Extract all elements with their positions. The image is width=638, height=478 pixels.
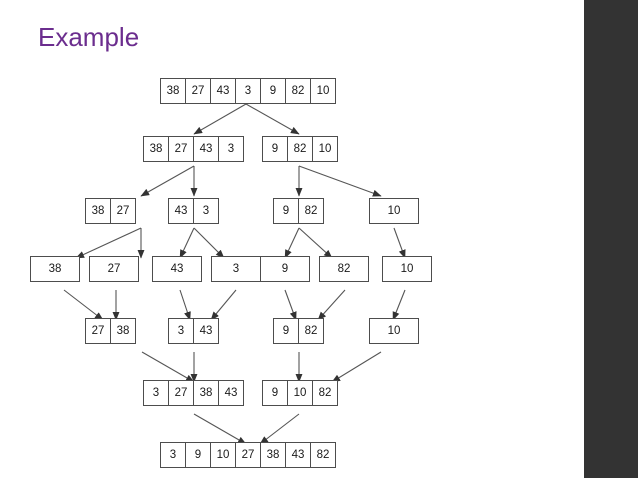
array-row-split-3-b: 27 bbox=[89, 256, 139, 282]
array-row-split-3-d: 3 bbox=[211, 256, 261, 282]
array-cell: 27 bbox=[85, 318, 111, 344]
array-cell: 10 bbox=[310, 78, 336, 104]
array-cell: 82 bbox=[310, 442, 336, 468]
array-cell: 38 bbox=[143, 136, 169, 162]
array-row-split-3-g: 10 bbox=[382, 256, 432, 282]
array-cell: 9 bbox=[273, 198, 299, 224]
array-cell: 82 bbox=[287, 136, 313, 162]
array-cell: 38 bbox=[193, 380, 219, 406]
array-cell: 43 bbox=[193, 318, 219, 344]
array-row-split-3-e: 9 bbox=[260, 256, 310, 282]
array-cell: 82 bbox=[285, 78, 311, 104]
array-row-split-3-f: 82 bbox=[319, 256, 369, 282]
array-cell: 43 bbox=[218, 380, 244, 406]
array-row-split-3-a: 38 bbox=[30, 256, 80, 282]
array-cell: 38 bbox=[260, 442, 286, 468]
array-row-split-2-a: 38 27 bbox=[85, 198, 136, 224]
array-cell: 3 bbox=[160, 442, 186, 468]
array-row-merge-1-c: 9 82 bbox=[273, 318, 324, 344]
array-cell: 27 bbox=[110, 198, 136, 224]
array-cell: 43 bbox=[210, 78, 236, 104]
array-cell: 27 bbox=[168, 380, 194, 406]
array-cell: 43 bbox=[168, 198, 194, 224]
array-row-sorted-result: 3 9 10 27 38 43 82 bbox=[160, 442, 336, 468]
array-cell: 10 bbox=[369, 198, 419, 224]
array-cell: 43 bbox=[193, 136, 219, 162]
array-cell: 27 bbox=[185, 78, 211, 104]
array-cell: 38 bbox=[85, 198, 111, 224]
array-cell: 9 bbox=[185, 442, 211, 468]
array-cell: 27 bbox=[235, 442, 261, 468]
array-row-split-3-c: 43 bbox=[152, 256, 202, 282]
array-cell: 3 bbox=[143, 380, 169, 406]
array-cell: 27 bbox=[168, 136, 194, 162]
array-row-split-1-right: 9 82 10 bbox=[262, 136, 338, 162]
array-cell: 43 bbox=[285, 442, 311, 468]
merge-arrows bbox=[63, 289, 406, 445]
array-cell: 9 bbox=[262, 136, 288, 162]
page-title: Example bbox=[38, 22, 140, 52]
array-cell: 82 bbox=[298, 198, 324, 224]
array-row-merge-1-a: 27 38 bbox=[85, 318, 136, 344]
array-cell: 27 bbox=[89, 256, 139, 282]
array-cell: 9 bbox=[273, 318, 299, 344]
array-row-split-2-c: 9 82 bbox=[273, 198, 324, 224]
array-cell: 10 bbox=[312, 136, 338, 162]
slide-canvas: Example bbox=[30, 22, 432, 468]
array-cell: 38 bbox=[110, 318, 136, 344]
array-row-split-2-d: 10 bbox=[369, 198, 419, 224]
array-row-split-0: 38 27 43 3 9 82 10 bbox=[160, 78, 336, 104]
array-cell: 9 bbox=[260, 256, 310, 282]
array-row-merge-1-d: 10 bbox=[369, 318, 419, 344]
array-cell: 10 bbox=[210, 442, 236, 468]
array-cell: 82 bbox=[319, 256, 369, 282]
arrow-layer bbox=[63, 103, 406, 445]
array-cell: 82 bbox=[298, 318, 324, 344]
array-cell: 10 bbox=[287, 380, 313, 406]
array-cell: 38 bbox=[160, 78, 186, 104]
array-cell: 3 bbox=[168, 318, 194, 344]
array-cell: 3 bbox=[193, 198, 219, 224]
array-cell: 43 bbox=[152, 256, 202, 282]
array-row-split-1-left: 38 27 43 3 bbox=[143, 136, 244, 162]
array-cell: 38 bbox=[30, 256, 80, 282]
array-cell: 9 bbox=[260, 78, 286, 104]
array-row-split-2-b: 43 3 bbox=[168, 198, 219, 224]
merge-sort-diagram: 38 27 43 3 9 82 10 38 27 43 3 9 82 10 38… bbox=[30, 78, 432, 468]
array-row-merge-2-left: 3 27 38 43 bbox=[143, 380, 244, 406]
array-cell: 82 bbox=[312, 380, 338, 406]
array-cell: 10 bbox=[369, 318, 419, 344]
array-row-merge-2-right: 9 10 82 bbox=[262, 380, 338, 406]
array-cell: 10 bbox=[382, 256, 432, 282]
split-arrows bbox=[75, 103, 406, 259]
slide-sidebar-band bbox=[584, 0, 638, 478]
array-cell: 3 bbox=[235, 78, 261, 104]
array-cell: 9 bbox=[262, 380, 288, 406]
array-cell: 3 bbox=[211, 256, 261, 282]
array-row-merge-1-b: 3 43 bbox=[168, 318, 219, 344]
array-cell: 3 bbox=[218, 136, 244, 162]
